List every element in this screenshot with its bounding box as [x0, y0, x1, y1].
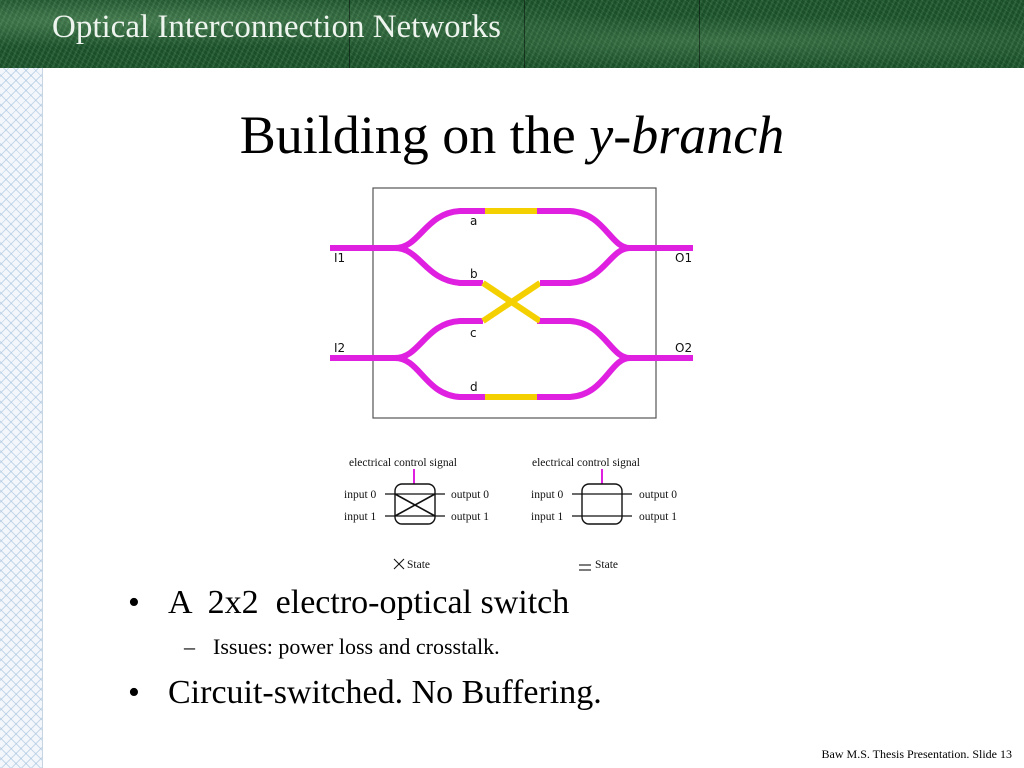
sub-bullet-text: Issues: power loss and crosstalk.: [213, 634, 500, 659]
bullet-item: • Circuit-switched. No Buffering.: [128, 672, 1008, 714]
label-d: d: [470, 380, 478, 394]
waveguide-bottom-split-d: [394, 355, 485, 400]
slide-title-text: Building on the: [239, 105, 590, 165]
header-bar: Optical Interconnection Networks: [0, 0, 1024, 68]
slide-title-emphasis: y-branch: [589, 105, 785, 165]
header-divider: [349, 0, 350, 68]
bar-state-switch: electrical control signal input 0 input …: [531, 457, 677, 571]
cross-state-caption: State: [407, 559, 430, 571]
bar-input1-label: input 1: [531, 511, 564, 523]
bar-input0-label: input 0: [531, 489, 564, 501]
y-branch-switch-diagram: a b c d I1 I2 O1 O2: [330, 187, 693, 419]
cross-state-switch: electrical control signal input 0 input …: [344, 457, 489, 571]
waveguide-out-b: [540, 245, 631, 286]
slide-title: Building on the y-branch: [0, 104, 1024, 166]
bullet-item: • A 2x2 electro-optical switch: [128, 582, 1008, 624]
header-divider: [524, 0, 525, 68]
waveguide-top-split-b: [394, 245, 483, 286]
slide-footer: Baw M.S. Thesis Presentation. Slide 13: [821, 747, 1012, 761]
bar-state-icon: [579, 564, 591, 571]
label-i1: I1: [334, 251, 345, 265]
bullet-list: • A 2x2 electro-optical switch –Issues: p…: [128, 582, 1008, 714]
bar-output0-label: output 0: [639, 489, 677, 501]
bullet-dot-icon: •: [128, 584, 140, 621]
header-title: Optical Interconnection Networks: [52, 9, 502, 45]
cross-output1-label: output 1: [451, 511, 489, 523]
sub-bullet-item: –Issues: power loss and crosstalk.: [128, 632, 1008, 662]
bar-control-label: electrical control signal: [532, 457, 640, 469]
left-sidebar-pattern: [0, 68, 43, 768]
bullet-text: A 2x2 electro-optical switch: [168, 584, 570, 621]
bullet-dot-icon: •: [128, 674, 140, 711]
dash-icon: –: [184, 634, 195, 659]
cross-output0-label: output 0: [451, 489, 489, 501]
electrode-cross-cb: [481, 280, 542, 324]
label-o1: O1: [675, 251, 692, 265]
bar-output1-label: output 1: [639, 511, 677, 523]
bullet-text: Circuit-switched. No Buffering.: [168, 674, 602, 711]
switch-states-figure: electrical control signal input 0 input …: [344, 457, 677, 571]
bar-state-caption: State: [595, 559, 618, 571]
cross-input1-label: input 1: [344, 511, 377, 523]
waveguide-out-c: [540, 318, 631, 361]
label-o2: O2: [675, 341, 692, 355]
label-i2: I2: [334, 341, 345, 355]
label-c: c: [470, 326, 477, 340]
cross-control-label: electrical control signal: [349, 457, 457, 469]
header-divider: [699, 0, 700, 68]
cross-input0-label: input 0: [344, 489, 377, 501]
label-a: a: [470, 214, 477, 228]
label-b: b: [470, 267, 478, 281]
cross-state-icon: [393, 558, 405, 570]
